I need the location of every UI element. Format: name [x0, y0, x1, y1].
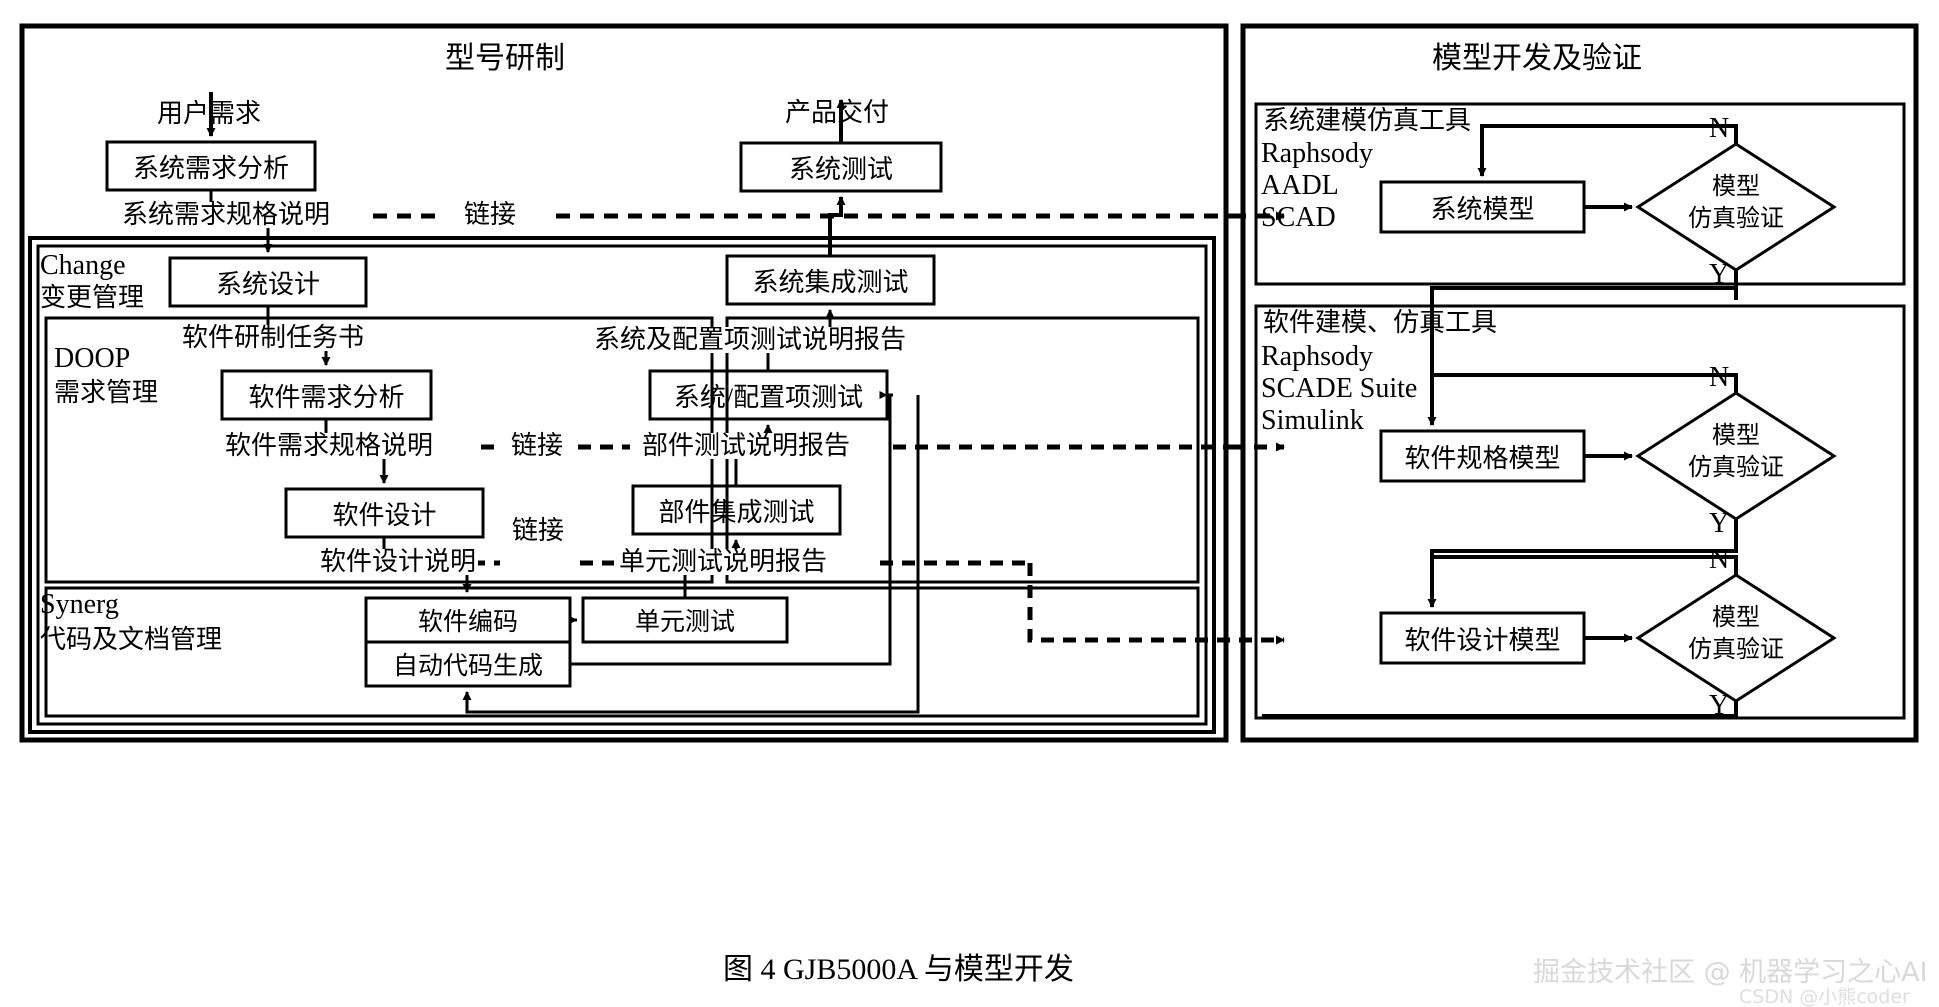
arrow-software-design-no-loop — [1432, 555, 1738, 575]
tool-scad: SCAD — [1261, 202, 1336, 233]
label-software-development-task: 软件研制任务书 — [180, 323, 367, 352]
system-modeling-zone-title: 系统建模仿真工具 — [1263, 106, 1472, 135]
watermark-primary: 掘金技术社区 @ 机器学习之心AI — [1533, 957, 1928, 988]
label-system-design[interactable]: 系统设计 — [215, 269, 320, 299]
right-panel-title: 模型开发及验证 — [1432, 42, 1642, 75]
label-software-coding[interactable]: 软件编码 — [417, 609, 518, 636]
label-software-design-model[interactable]: 软件设计模型 — [1404, 625, 1561, 655]
label-system-branch-yes: Y — [1709, 259, 1730, 290]
tool-scade-suite: SCADE Suite — [1261, 373, 1418, 404]
label-software-design-branch-no: N — [1709, 544, 1730, 575]
zone-synerg-name: Synerg — [40, 589, 119, 620]
label-software-spec-model[interactable]: 软件规格模型 — [1404, 443, 1561, 473]
label-software-spec-branch-yes: Y — [1709, 508, 1730, 539]
label-product-delivery: 产品交付 — [785, 98, 890, 127]
label-software-spec-branch-no: N — [1709, 362, 1730, 393]
label-system-requirement-spec: 系统需求规格说明 — [120, 200, 333, 229]
watermark-secondary: CSDN @小熊coder — [1739, 986, 1910, 1007]
label-link-3: 链接 — [508, 518, 569, 544]
label-unit-test[interactable]: 单元测试 — [634, 609, 735, 636]
label-auto-code-generation[interactable]: 自动代码生成 — [392, 653, 543, 680]
label-system-config-item-test[interactable]: 系统/配置项测试 — [673, 382, 864, 412]
arrow-software-spec-no-loop — [1432, 373, 1738, 393]
zone-doop-desc: 需求管理 — [54, 378, 159, 407]
zone-doop-name: DOOP — [54, 343, 131, 374]
arrow-zone1-to-specmodel — [1427, 286, 1736, 426]
label-system-model[interactable]: 系统模型 — [1430, 194, 1535, 224]
zone-change-name: Change — [40, 250, 126, 281]
label-system-and-config-test-report: 系统及配置项测试说明报告 — [592, 325, 909, 354]
tool-raphsody-system: Raphsody — [1261, 138, 1373, 169]
label-software-spec-verify-line1: 模型 — [1712, 422, 1760, 449]
label-link-2: 链接 — [507, 433, 568, 459]
label-user-requirement: 用户需求 — [157, 99, 262, 128]
synerg-zone-border — [44, 586, 1200, 718]
software-modeling-zone-title: 软件建模、仿真工具 — [1263, 308, 1498, 337]
tool-simulink: Simulink — [1261, 405, 1364, 436]
label-software-design[interactable]: 软件设计 — [332, 500, 437, 530]
tool-aadl: AADL — [1261, 170, 1339, 201]
label-link-1: 链接 — [460, 202, 521, 228]
label-software-requirement-spec: 软件需求规格说明 — [223, 431, 436, 460]
arrow-loop-to-autocode — [462, 395, 920, 714]
label-software-design-spec: 软件设计说明 — [318, 547, 479, 576]
label-software-design-verify-line2: 仿真验证 — [1688, 636, 1784, 663]
label-component-integration-test[interactable]: 部件集成测试 — [658, 497, 815, 527]
label-system-integration-test[interactable]: 系统集成测试 — [752, 267, 909, 297]
tool-raphsody-software: Raphsody — [1261, 341, 1373, 372]
left-inner-frame — [28, 236, 1216, 734]
zone-synerg-desc: 代码及文档管理 — [40, 625, 223, 654]
right-panel-border — [1240, 23, 1919, 743]
label-system-verify-line1: 模型 — [1712, 173, 1760, 200]
label-component-test-report: 部件测试说明报告 — [640, 431, 853, 460]
zone-change-desc: 变更管理 — [40, 283, 145, 312]
label-software-design-verify-line1: 模型 — [1712, 604, 1760, 631]
label-software-requirement-analysis[interactable]: 软件需求分析 — [248, 382, 405, 412]
label-system-branch-no: N — [1709, 113, 1730, 144]
line-design-verify-yes — [1262, 701, 1738, 718]
system-modeling-zone-border — [1254, 102, 1906, 286]
label-system-requirement-analysis[interactable]: 系统需求分析 — [132, 153, 289, 183]
arrow-system-verify-no-loop — [1477, 124, 1738, 177]
change-zone-border — [36, 244, 1208, 726]
label-system-test[interactable]: 系统测试 — [788, 154, 893, 184]
label-unit-test-report: 单元测试说明报告 — [617, 547, 830, 576]
arrow-sysint-to-systest — [828, 196, 846, 256]
dashed-to-software-design-model — [1027, 563, 1285, 645]
figure-caption: 图 4 GJB5000A 与模型开发 — [723, 953, 1074, 986]
left-panel-title: 型号研制 — [445, 42, 565, 75]
label-software-spec-verify-line2: 仿真验证 — [1688, 454, 1784, 481]
label-software-design-branch-yes: Y — [1709, 690, 1730, 721]
arrow-specverify-yes-to-designmodel — [1427, 519, 1738, 608]
left-panel-border — [19, 23, 1229, 743]
label-system-verify-line2: 仿真验证 — [1688, 205, 1784, 232]
